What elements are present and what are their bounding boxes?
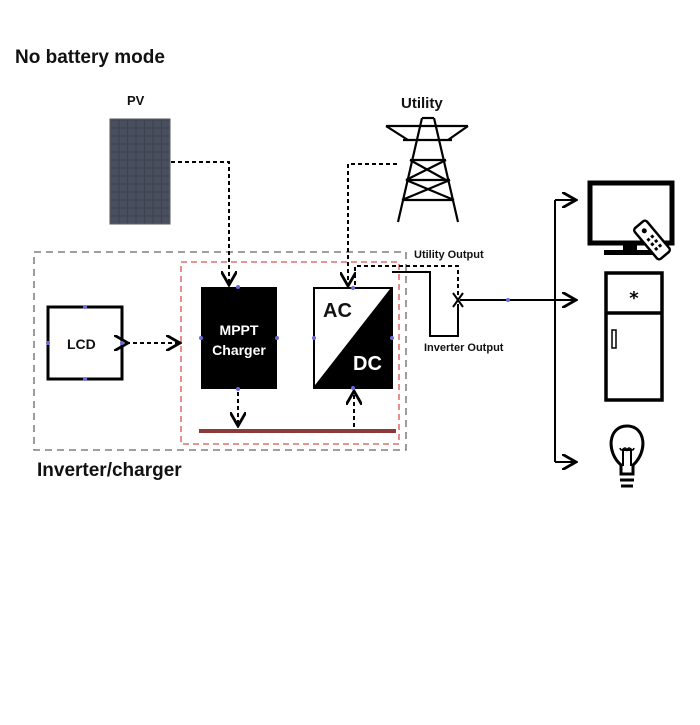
inverter-charger-label: Inverter/charger bbox=[37, 460, 182, 481]
pv-label: PV bbox=[127, 93, 145, 108]
inverter-output-label: Inverter Output bbox=[424, 342, 504, 354]
utility-output-label: Utility Output bbox=[414, 249, 484, 261]
mppt-charger-label: MPPT Charger bbox=[201, 320, 277, 360]
dc-label: DC bbox=[353, 353, 382, 375]
mppt-charger-box bbox=[201, 287, 277, 389]
light-bulb-icon bbox=[609, 424, 645, 488]
svg-text:*: * bbox=[629, 288, 639, 309]
solar-panel-icon bbox=[109, 118, 171, 225]
lcd-label: LCD bbox=[67, 336, 96, 352]
pv-to-mppt-arrow bbox=[171, 161, 229, 283]
tv-icon bbox=[587, 180, 675, 261]
inverter-charger-box bbox=[33, 251, 407, 451]
page-title: No battery mode bbox=[15, 47, 165, 68]
utility-output-line bbox=[354, 265, 459, 296]
utility-tower-icon bbox=[385, 116, 469, 223]
transfer-switch-icon bbox=[452, 292, 464, 308]
utility-label: Utility bbox=[401, 95, 443, 112]
utility-to-ac-arrow bbox=[348, 163, 397, 284]
ac-label: AC bbox=[323, 300, 352, 322]
inverter-output-line bbox=[392, 271, 459, 337]
mppt-label-line2: Charger bbox=[212, 342, 266, 358]
refrigerator-icon: * bbox=[604, 271, 664, 402]
mppt-label-line1: MPPT bbox=[219, 322, 259, 338]
connector-dots bbox=[46, 285, 510, 391]
distribution-bus bbox=[554, 200, 574, 462]
